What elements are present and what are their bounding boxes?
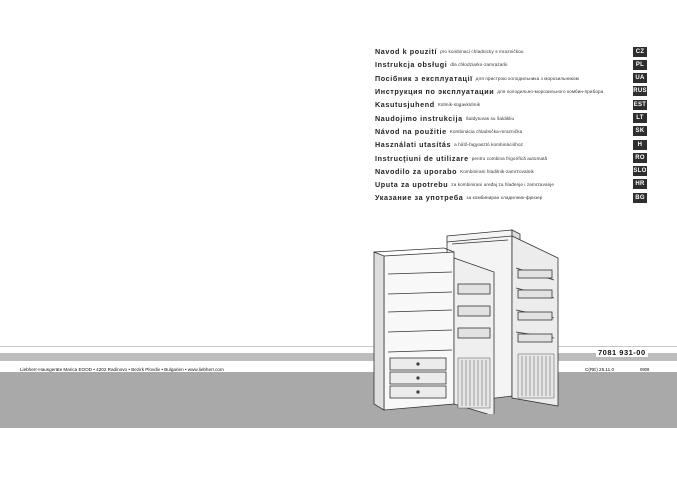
language-item-bg: Указание за употреба за комбиниран хлади… [375,191,660,204]
language-subtitle: pro kombinaci chladnicky s mrazničkou [440,49,524,55]
language-code-badge: RUS [633,86,647,97]
language-subtitle: a hűtő-fagyasztó kombinációhoz [454,142,524,148]
fridge-freezer-illustration [373,229,559,414]
language-title: Instrucţiuni de utilizare [375,153,469,163]
language-code-badge: H [633,139,647,150]
language-item-hr: Uputa za upotrebu za kombinirani uređaj … [375,178,660,191]
edition-code: C(RE) 25.11.0 [585,367,615,372]
language-item-est: Kasutusjuhend Külmik-sügavkülmik EST [375,98,660,111]
language-item-cz: Navod k pouzití pro kombinaci chladnicky… [375,45,660,58]
language-subtitle: за комбиниран хладилник-фризер [466,195,543,201]
divider-line [0,346,677,347]
language-code-badge: HR [633,179,647,190]
language-code-badge: UA [633,73,647,84]
language-item-pl: Instrukcja obsługi dla chłodziarko-zamra… [375,58,660,71]
language-subtitle: Külmik-sügavkülmik [437,102,481,108]
grey-band-thin [0,353,677,361]
language-code-badge: SK [633,126,647,137]
language-title: Naudojimo instrukcija [375,113,463,123]
language-title: Инструкция по эксплуатации [375,87,495,97]
language-item-slo: Navodilo za uporabo Kombinirani hladilni… [375,165,660,178]
language-title: Navodilo za uporabo [375,166,458,176]
language-title: Kasutusjuhend [375,100,435,110]
language-subtitle: pentru combina frigorifică automată [471,155,548,161]
language-subtitle: Šaldytuvas su šaldikliu [465,115,515,121]
language-title: Посібник з експлуатації [375,73,473,83]
language-item-ua: Посібник з експлуатації для пристрою хол… [375,72,660,85]
language-title: Instrukcja obsługi [375,60,448,70]
language-code-badge: LT [633,112,647,123]
white-bottom-area [0,428,677,483]
language-item-ro: Instrucţiuni de utilizare pentru combina… [375,151,660,164]
left-fridge-unit [373,247,495,414]
language-title: Návod na použitie [375,126,447,136]
language-item-sk: Návod na použitie Kombinácia chladnička-… [375,125,660,138]
grey-band-main [0,372,677,428]
language-title: Használati utasítás [375,140,452,150]
language-subtitle: za kombinirani uređaj za hlađenje i zamr… [451,182,555,188]
language-code-badge: SLO [633,166,647,177]
manufacturer-address: Liebherr-Hausgeräte Marica EOOD • 4202 R… [18,367,226,372]
language-subtitle: dla chłodziarko-zamrażarki [450,62,508,68]
language-code-badge: BG [633,192,647,203]
language-subtitle: для пристрою холодильника з морозильнико… [475,75,579,81]
language-subtitle: для холодильно-морозильного комбин-прибо… [497,89,604,95]
language-code-badge: PL [633,59,647,70]
language-list: Navod k pouzití pro kombinaci chladnicky… [375,45,660,205]
document-number: 7081 931-00 [596,348,648,357]
language-item-lt: Naudojimo instrukcija Šaldytuvas su šald… [375,111,660,124]
language-item-h: Használati utasítás a hűtő-fagyasztó kom… [375,138,660,151]
language-subtitle: Kombinirani hladilnik-zamrzovalnik [460,168,534,174]
language-code-badge: CZ [633,46,647,57]
language-subtitle: Kombinácia chladnička-mraznička [449,128,523,134]
print-code: 0808 [640,367,650,372]
language-code-badge: EST [633,99,647,110]
language-title: Navod k pouzití [375,47,438,57]
language-item-rus: Инструкция по эксплуатации для холодильн… [375,85,660,98]
language-title: Указание за употреба [375,193,464,203]
language-title: Uputa za upotrebu [375,180,449,190]
language-code-badge: RO [633,152,647,163]
